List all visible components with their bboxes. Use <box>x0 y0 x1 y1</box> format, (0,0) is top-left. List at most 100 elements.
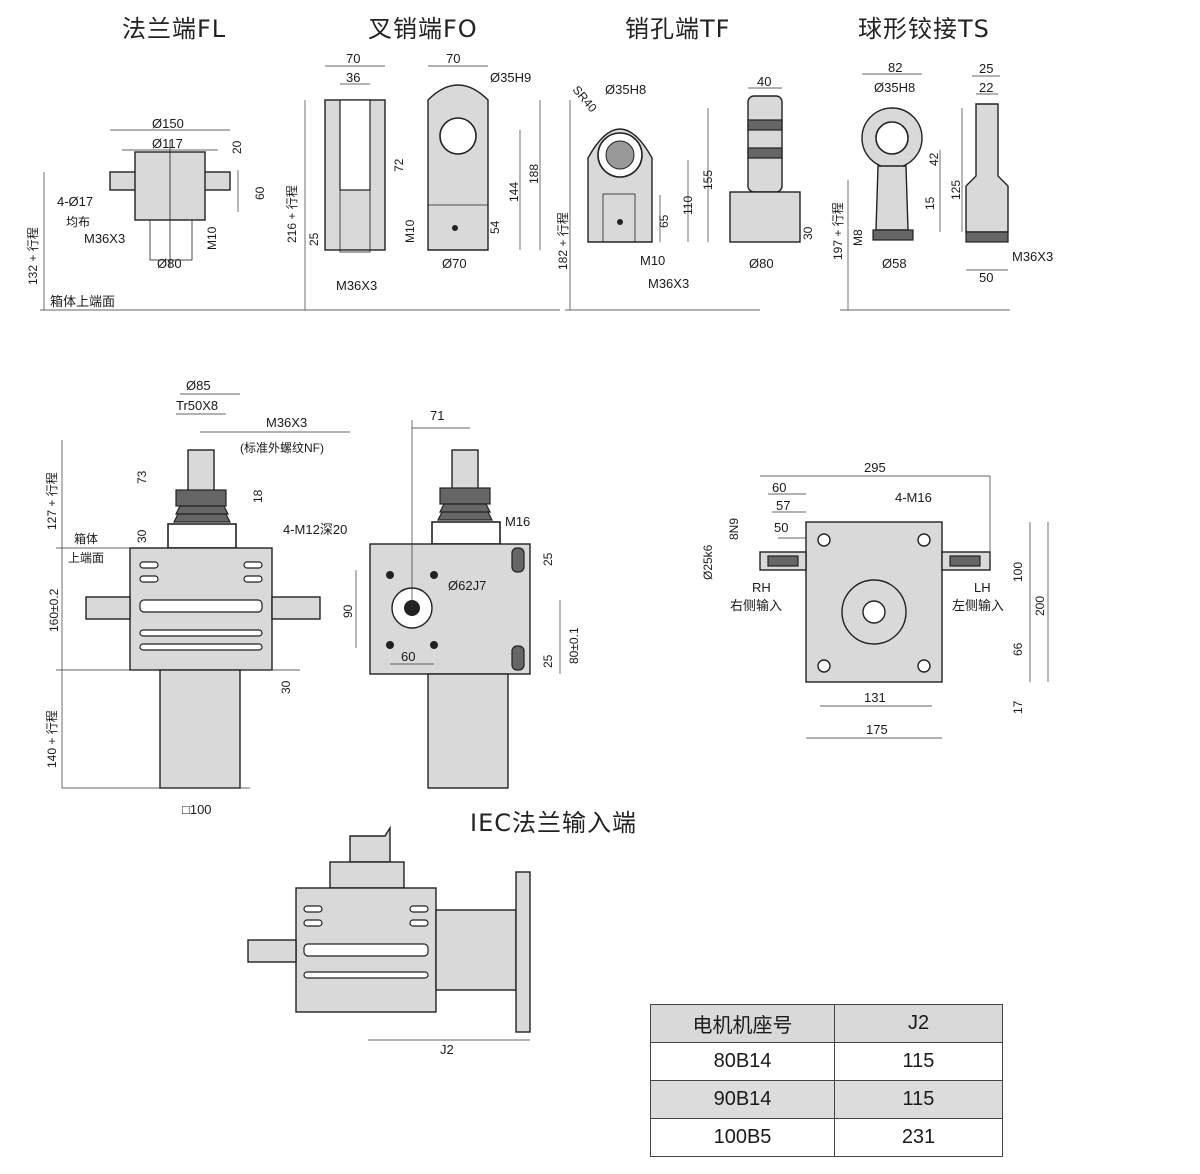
side-screw-thread <box>451 449 479 491</box>
spherical-joint-drawing: 82 Ø35H8 42 125 15 197 + 行程 M8 Ø58 25 22… <box>830 60 1053 311</box>
fo-dim-25: 25 <box>307 232 321 246</box>
top-dim-key: 8N9 <box>727 518 741 540</box>
fo-dim-thread: M36X3 <box>336 278 377 293</box>
front-dim-nf: (标准外螺纹NF) <box>240 441 324 455</box>
tf-dim-m10: M10 <box>640 253 665 268</box>
top-dim-57: 57 <box>776 498 790 513</box>
front-dim-thread: M36X3 <box>266 415 307 430</box>
iec-adapter <box>435 909 517 991</box>
ts-dim-25: 25 <box>979 61 993 76</box>
front-right-shaft <box>271 596 321 620</box>
ts-dim-22: 22 <box>979 80 993 95</box>
front-screw-thread <box>187 449 215 493</box>
fo-dim-54: 54 <box>488 220 502 234</box>
fo-dim-144: 144 <box>507 182 521 202</box>
side-dim-60: 60 <box>401 649 415 664</box>
ts-dim-m8: M8 <box>851 229 865 246</box>
ts-dim-thread: M36X3 <box>1012 249 1053 264</box>
iec-top-screw <box>349 825 391 863</box>
motor-frame-table: 电机机座号 J2 80B14 115 90B14 115 100B5 231 <box>650 1004 1003 1157</box>
fl-dim-d117: Ø117 <box>152 136 183 151</box>
top-dim-m16: 4-M16 <box>895 490 932 505</box>
heading-spherical-joint: 球形铰接TS <box>858 15 990 43</box>
side-dim-m12: 4-M12深20 <box>283 522 347 537</box>
table-header-row: 电机机座号 J2 <box>650 1004 1003 1043</box>
front-dim-stroke140: 140 + 行程 <box>44 710 59 768</box>
pin-hole-side-view <box>747 95 783 193</box>
table-row: 100B5 231 <box>650 1118 1003 1157</box>
table-cell-j2: 231 <box>834 1118 1003 1157</box>
top-dim-200: 200 <box>1033 596 1047 616</box>
top-dim-100: 100 <box>1011 562 1025 582</box>
ts-dim-d35: Ø35H8 <box>874 80 915 95</box>
heading-iec-flange-input: IEC法兰输入端 <box>470 809 637 837</box>
front-bellows <box>173 505 231 523</box>
tf-dim-155: 155 <box>701 170 715 190</box>
tf-dim-65: 65 <box>657 214 671 228</box>
side-dim-25b: 25 <box>541 654 555 668</box>
tf-dim-thread: M36X3 <box>648 276 689 291</box>
front-dim-160: 160±0.2 <box>47 588 61 632</box>
tf-dim-stroke: 182 + 行程 <box>555 212 570 270</box>
iec-input-shaft <box>247 939 297 963</box>
side-protective-tube <box>427 673 509 789</box>
fo-dim-188: 188 <box>527 164 541 184</box>
side-dim-71: 71 <box>430 408 444 423</box>
front-dim-d85: Ø85 <box>186 378 211 393</box>
side-dim-90: 90 <box>341 604 355 618</box>
table-header-j2: J2 <box>834 1004 1003 1043</box>
top-lh-label: LH <box>974 580 991 595</box>
fo-dim-stroke: 216 + 行程 <box>284 185 299 243</box>
clevis-end-drawing: 70 36 72 216 + 行程 25 M36X3 70 Ø35H9 188 … <box>284 51 560 311</box>
top-view-drawing: 295 60 57 50 4-M16 8N9 Ø25k6 RH 右侧输入 LH … <box>701 460 1049 739</box>
fo-dim-m10: M10 <box>403 219 417 243</box>
fl-box-top-label: 箱体上端面 <box>50 294 115 309</box>
fl-dim-d150: Ø150 <box>152 116 184 131</box>
front-box-label-1: 箱体 <box>74 531 98 546</box>
fl-dim-d80: Ø80 <box>157 256 182 271</box>
side-dim-d62: Ø62J7 <box>448 578 486 593</box>
table-header-frame: 电机机座号 <box>650 1004 835 1043</box>
fl-dim-60: 60 <box>253 186 267 200</box>
clevis-front-view <box>427 84 489 251</box>
heading-pin-hole-end: 销孔端TF <box>625 15 731 43</box>
fl-dim-stroke: 132 + 行程 <box>25 227 40 285</box>
tf-dim-40: 40 <box>757 74 771 89</box>
table-row: 80B14 115 <box>650 1042 1003 1081</box>
top-rh-cn-label: 右侧输入 <box>730 598 782 613</box>
ts-dim-stroke: 197 + 行程 <box>830 202 845 260</box>
ts-dim-15: 15 <box>923 196 937 210</box>
iec-flange-drawing: J2 <box>247 825 531 1057</box>
top-dim-131: 131 <box>864 690 886 705</box>
fl-dim-thread: M36X3 <box>84 231 125 246</box>
ts-dim-50: 50 <box>979 270 993 285</box>
ts-dim-82: 82 <box>888 60 902 75</box>
tf-dim-30: 30 <box>801 226 815 240</box>
front-dim-30: 30 <box>135 529 149 543</box>
flange-end-drawing: Ø150 Ø117 20 60 4-Ø17 均布 M36X3 M10 Ø80 1… <box>25 116 300 311</box>
top-lh-cn-label: 左侧输入 <box>952 598 1004 613</box>
spherical-neck <box>875 165 909 231</box>
table-cell-frame: 100B5 <box>650 1118 835 1157</box>
front-dim-30b: 30 <box>279 680 293 694</box>
front-left-shaft <box>85 596 131 620</box>
side-dim-m16: M16 <box>505 514 530 529</box>
table-row: 90B14 115 <box>650 1080 1003 1119</box>
table-cell-frame: 90B14 <box>650 1080 835 1119</box>
top-dim-17: 17 <box>1011 700 1025 714</box>
fl-dim-20: 20 <box>230 140 244 154</box>
fo-dim-d70: Ø70 <box>442 256 467 271</box>
front-dim-tr: Tr50X8 <box>176 398 218 413</box>
fo-dim-36: 36 <box>346 70 360 85</box>
top-dim-shaft: Ø25k6 <box>701 544 715 580</box>
tf-dim-d80: Ø80 <box>749 256 774 271</box>
fl-dim-m10: M10 <box>205 226 219 250</box>
table-cell-frame: 80B14 <box>650 1042 835 1081</box>
heading-flange-end: 法兰端FL <box>122 15 227 43</box>
front-box-label-2: 上端面 <box>68 551 104 565</box>
fo-dim-70: 70 <box>346 51 360 66</box>
fo-dim-72: 72 <box>392 158 406 172</box>
tf-dim-d35: Ø35H8 <box>605 82 646 97</box>
side-dim-80: 80±0.1 <box>567 627 581 664</box>
